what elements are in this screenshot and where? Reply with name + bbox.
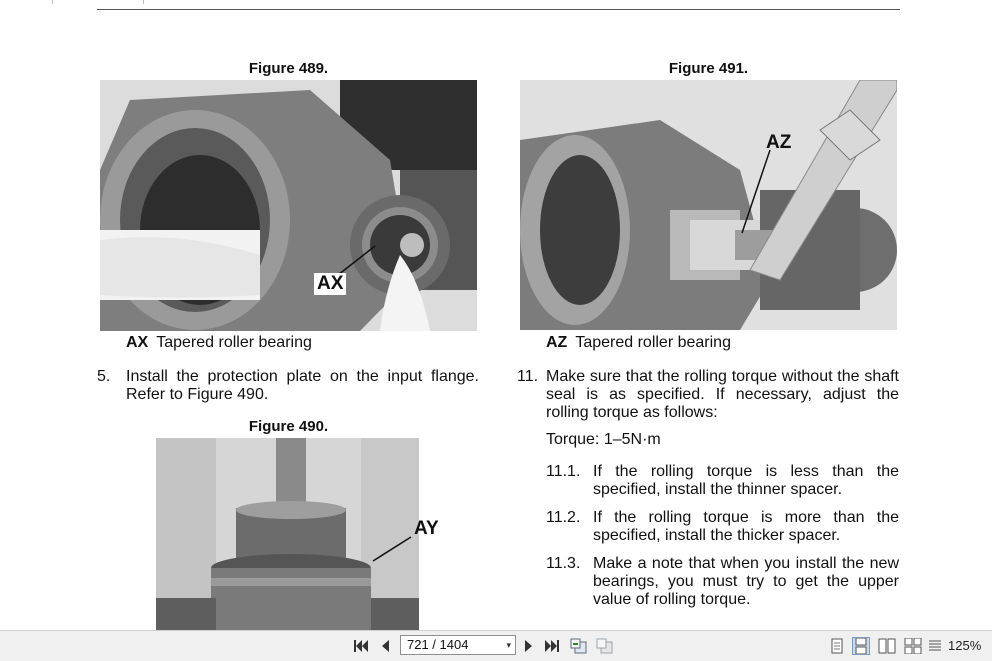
page-dropdown-icon[interactable]: ▾ [506,640,511,650]
figure-489-photo [100,80,477,331]
two-page-continuous-icon[interactable] [904,637,922,655]
step-11-text: Make sure that the rolling torque withou… [546,368,899,421]
previous-page-edge [0,0,992,8]
figure-491-photo [520,80,897,330]
step-11-2-text: If the rolling torque is more than the s… [593,509,899,544]
go-back-view-icon[interactable] [570,637,588,655]
axle-housing-bearing-image [100,80,477,331]
single-page-continuous-icon[interactable] [852,637,870,655]
step-11-2-number: 11.2. [546,509,581,526]
axle-torque-wrench-image [520,80,897,330]
step-5-text: Install the protection plate on the inpu… [126,368,479,403]
figure-491-callout: AZ [766,132,792,153]
previous-page-icon[interactable] [376,637,394,655]
step-5-number: 5. [97,368,111,385]
figure-489-caption-code: AX [126,334,149,351]
torque-spec: Torque: 1–5N·m [546,431,661,448]
figure-491-caption: AZ Tapered roller bearing [546,334,731,352]
single-page-icon[interactable] [828,637,846,655]
viewer-toolbar: 721 / 1404 ▾ 125% [0,630,992,661]
page-number-value: 721 / 1404 [407,637,469,652]
figure-489-callout: AX [314,273,347,295]
last-page-icon[interactable] [543,637,561,655]
header-rule [97,9,900,10]
figure-491-caption-text: Tapered roller bearing [575,334,731,351]
fit-width-icon[interactable] [926,637,944,655]
next-page-icon[interactable] [520,637,538,655]
step-11-1-text: If the rolling torque is less than the s… [593,463,899,498]
step-11-1-number: 11.1. [546,463,581,480]
figure-491-title: Figure 491. [668,60,749,77]
go-forward-view-icon[interactable] [596,637,614,655]
two-page-icon[interactable] [878,637,896,655]
figure-490-callout: AY [414,518,439,539]
step-11-3-text: Make a note that when you install the ne… [593,555,899,608]
first-page-icon[interactable] [352,637,370,655]
step-11-number: 11. [517,368,539,385]
figure-489-caption: AX Tapered roller bearing [126,334,312,352]
figure-490-photo [156,438,419,630]
figure-489-caption-text: Tapered roller bearing [156,334,312,351]
page-number-field[interactable]: 721 / 1404 ▾ [400,635,516,655]
step-11-3-number: 11.3. [546,555,581,572]
figure-491-caption-code: AZ [546,334,568,351]
figure-489-title: Figure 489. [248,60,329,77]
zoom-level[interactable]: 125% [948,638,982,653]
protection-plate-image [156,438,419,630]
figure-490-title: Figure 490. [248,418,329,435]
